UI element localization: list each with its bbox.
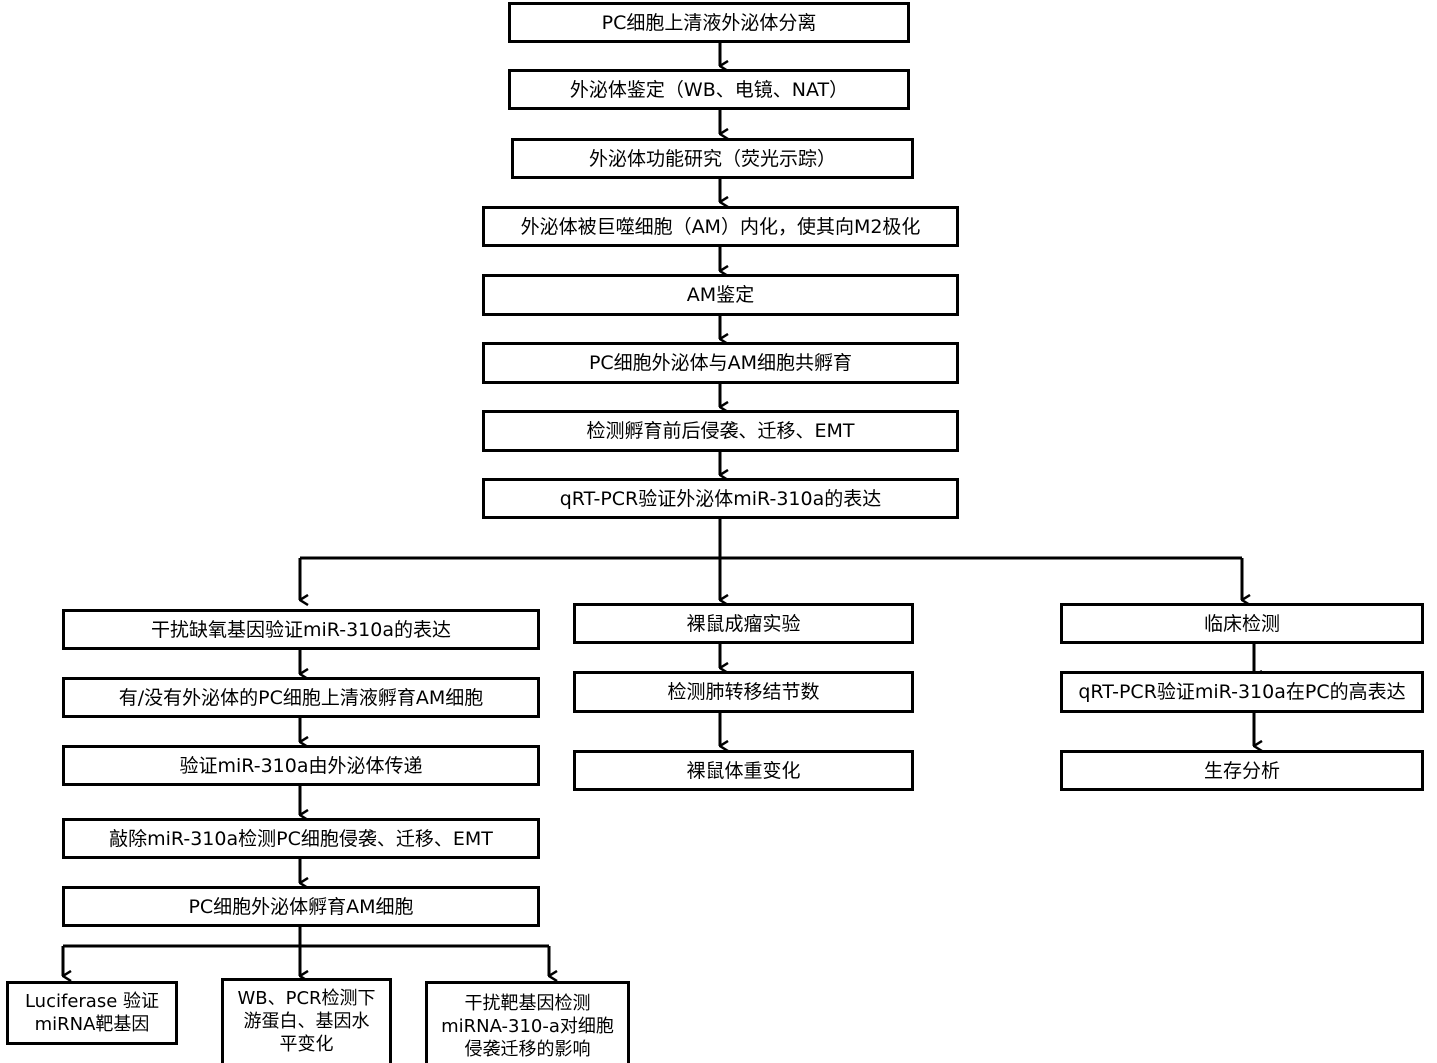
node-qrtpcr-mir310a: qRT-PCR验证外泌体miR-310a的表达 [482,478,959,519]
node-body-weight: 裸鼠体重变化 [573,750,914,791]
node-exosome-incubate-am: PC细胞外泌体孵育AM细胞 [62,886,540,927]
node-wb-pcr-downstream: WB、PCR检测下 游蛋白、基因水 平变化 [221,978,392,1063]
node-lung-metastasis: 检测肺转移结节数 [573,671,914,713]
node-target-gene-line-3: 侵袭迁移的影响 [464,1039,591,1060]
node-target-gene-line-2: miRNA-310-a对细胞 [441,1016,614,1037]
node-nude-mice-tumor: 裸鼠成瘤实验 [573,603,914,644]
node-verify-transfer: 验证miR-310a由外泌体传递 [62,745,540,786]
node-wb-pcr-line-1: WB、PCR检测下 [237,988,376,1009]
node-wb-pcr-line-2: 游蛋白、基因水 [243,1011,370,1032]
node-survival-analysis: 生存分析 [1060,750,1424,791]
node-knockout-mir310a: 敲除miR-310a检测PC细胞侵袭、迁移、EMT [62,818,540,859]
node-target-gene-interference: 干扰靶基因检测 miRNA-310-a对细胞 侵袭迁移的影响 [425,981,630,1063]
node-detect-invasion: 检测孵育前后侵袭、迁移、EMT [482,410,959,452]
node-target-gene-line-1: 干扰靶基因检测 [464,993,591,1014]
node-clinical-detection: 临床检测 [1060,603,1424,644]
node-qrtpcr-high-expression: qRT-PCR验证miR-310a在PC的高表达 [1060,671,1424,713]
node-luciferase-line-2: miRNA靶基因 [34,1014,150,1035]
node-luciferase-line-1: Luciferase 验证 [24,991,160,1012]
node-am-identification: AM鉴定 [482,274,959,316]
node-exosome-isolation: PC细胞上清液外泌体分离 [508,2,910,43]
node-hypoxia-interference: 干扰缺氧基因验证miR-310a的表达 [62,609,540,650]
node-supernatant-incubation: 有/没有外泌体的PC细胞上清液孵育AM细胞 [62,677,540,718]
node-luciferase: Luciferase 验证 miRNA靶基因 [6,981,178,1045]
node-exosome-internalization: 外泌体被巨噬细胞（AM）内化，使其向M2极化 [482,206,959,247]
node-wb-pcr-line-3: 平变化 [279,1034,334,1055]
node-exosome-function: 外泌体功能研究（荧光示踪） [511,138,914,179]
node-coincubation: PC细胞外泌体与AM细胞共孵育 [482,342,959,384]
node-exosome-identification: 外泌体鉴定（WB、电镜、NAT） [508,69,910,110]
